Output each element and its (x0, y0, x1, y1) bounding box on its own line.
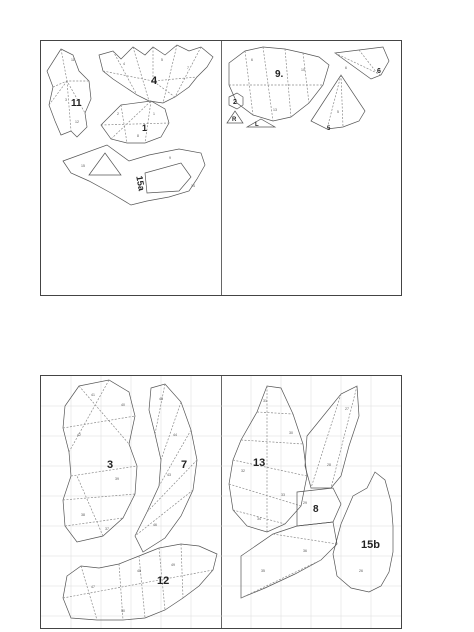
svg-text:49: 49 (171, 563, 175, 567)
svg-text:39: 39 (115, 477, 119, 481)
piece-9 (228, 46, 330, 122)
svg-text:41: 41 (91, 393, 95, 397)
label-3: 3 (107, 459, 113, 471)
piece-15b (332, 471, 394, 593)
piece-7 (134, 383, 198, 553)
svg-text:31: 31 (263, 399, 267, 403)
svg-text:4: 4 (123, 62, 125, 66)
svg-text:28: 28 (327, 463, 331, 467)
label-11: 11 (71, 98, 82, 109)
svg-text:30: 30 (289, 431, 293, 435)
piece-1 (100, 100, 170, 144)
svg-text:43: 43 (167, 473, 171, 477)
svg-text:29: 29 (303, 501, 307, 505)
piece-5 (310, 74, 366, 130)
svg-text:11: 11 (71, 58, 75, 62)
svg-text:47: 47 (91, 585, 95, 589)
svg-text:34: 34 (257, 517, 261, 521)
svg-text:35: 35 (261, 569, 265, 573)
label-7: 7 (181, 459, 187, 471)
label-R: R (232, 117, 237, 123)
svg-text:27: 27 (345, 407, 349, 411)
svg-text:9: 9 (169, 156, 171, 160)
svg-text:6: 6 (251, 58, 253, 62)
piece-15a (62, 144, 206, 206)
label-13: 13 (253, 457, 265, 469)
svg-text:37: 37 (105, 527, 109, 531)
svg-text:50: 50 (121, 609, 125, 613)
svg-text:44: 44 (173, 433, 177, 437)
label-12: 12 (157, 575, 169, 587)
piece-4 (98, 44, 214, 104)
svg-text:7: 7 (187, 66, 189, 70)
svg-text:5: 5 (337, 110, 339, 114)
label-6: 6 (377, 68, 381, 75)
piece-2 (228, 92, 244, 110)
svg-text:40: 40 (121, 403, 125, 407)
sheet-divider (221, 41, 222, 295)
svg-text:6: 6 (345, 66, 347, 70)
svg-text:32: 32 (241, 469, 245, 473)
label-9: 9. (275, 69, 284, 80)
svg-text:48: 48 (137, 569, 141, 573)
svg-text:5: 5 (161, 58, 163, 62)
piece-L (245, 118, 277, 128)
label-5: 5 (327, 126, 331, 132)
piece-13 (228, 385, 308, 533)
svg-text:26: 26 (359, 569, 363, 573)
svg-text:15: 15 (81, 164, 85, 168)
label-4: 4 (151, 75, 158, 87)
svg-text:36: 36 (303, 549, 307, 553)
svg-text:33: 33 (281, 493, 285, 497)
svg-text:45: 45 (159, 397, 163, 401)
label-L: L (255, 122, 259, 128)
svg-text:2: 2 (117, 112, 119, 116)
svg-text:12: 12 (75, 120, 79, 124)
svg-text:1: 1 (153, 112, 155, 116)
svg-text:3: 3 (65, 98, 67, 102)
label-15a: 15a (134, 175, 147, 193)
label-2: 2 (233, 99, 237, 106)
label-1: 1 (142, 123, 147, 133)
label-8: 8 (313, 504, 319, 515)
svg-text:10: 10 (301, 68, 305, 72)
svg-text:14: 14 (191, 184, 195, 188)
piece-R (226, 110, 244, 124)
piece-12 (62, 543, 218, 621)
piece-11 (46, 48, 92, 138)
svg-text:38: 38 (81, 513, 85, 517)
svg-text:46: 46 (153, 523, 157, 527)
svg-text:42: 42 (77, 433, 81, 437)
piece-6 (334, 46, 390, 80)
svg-text:13: 13 (273, 108, 277, 112)
sheet-divider (221, 376, 222, 628)
piece-8 (240, 385, 360, 599)
svg-text:8: 8 (137, 134, 139, 138)
piece-3 (62, 379, 138, 543)
label-15b: 15b (361, 539, 380, 551)
